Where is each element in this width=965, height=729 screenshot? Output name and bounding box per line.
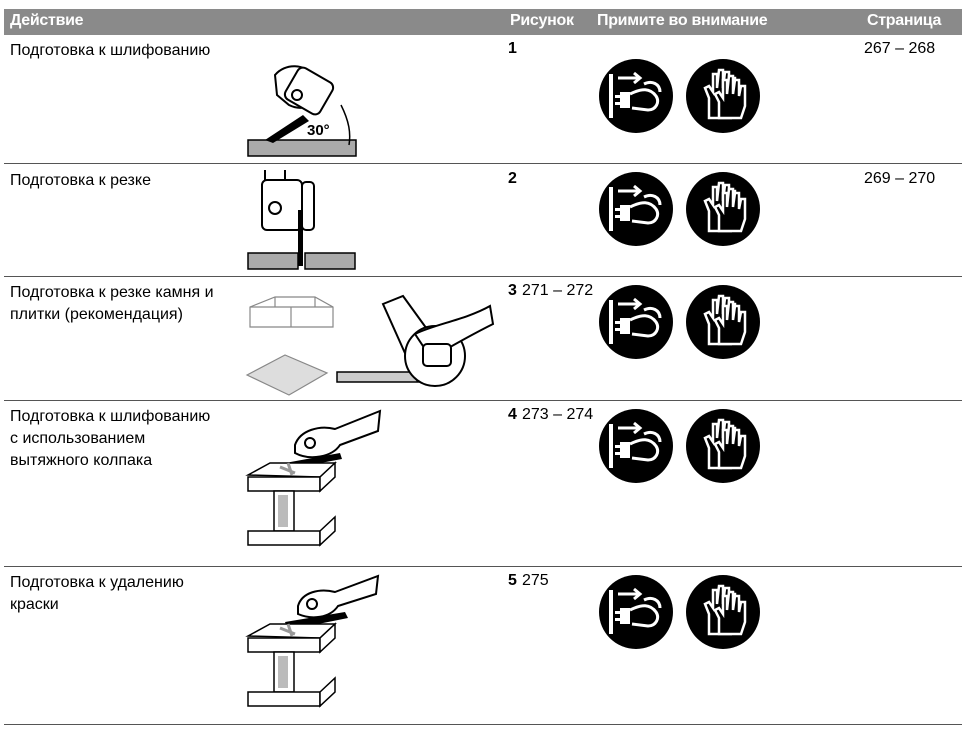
action-text: Подготовка к резке камня и плитки (реком…	[10, 282, 240, 326]
action-text: Подготовка к шлифованию	[10, 42, 211, 59]
row-divider	[4, 400, 962, 401]
figure-number: 4	[508, 406, 517, 423]
unplug-icon	[598, 408, 674, 484]
gloves-icon	[685, 58, 761, 134]
page-range[interactable]: 275	[522, 572, 549, 589]
table-header: Действие Рисунок Примите во внимание Стр…	[4, 9, 962, 35]
unplug-icon	[598, 574, 674, 650]
figure-number: 2	[508, 170, 517, 187]
header-figure: Рисунок	[510, 12, 574, 29]
page-range[interactable]: 269 – 270	[864, 170, 936, 187]
header-page: Страница	[867, 12, 942, 29]
action-line: краски	[10, 596, 59, 613]
grinding-illustration: 30°	[247, 65, 357, 157]
page-range[interactable]: 271 – 272	[522, 282, 594, 299]
row-divider	[4, 566, 962, 567]
action-line: Подготовка к резке камня и	[10, 284, 214, 301]
action-text: Подготовка к удалению краски	[10, 572, 240, 616]
gloves-icon	[685, 284, 761, 360]
page-range[interactable]: 267 – 268	[864, 40, 936, 57]
action-text: Подготовка к резке	[10, 172, 151, 189]
stone-cutting-illustration	[336, 294, 495, 387]
action-line: плитки (рекомендация)	[10, 306, 183, 323]
gloves-icon	[685, 171, 761, 247]
unplug-icon	[598, 284, 674, 360]
action-line: с использованием	[10, 430, 146, 447]
action-text: Подготовка к шлифованию с использованием…	[10, 406, 240, 472]
figure-number: 5	[508, 572, 517, 589]
row-divider	[4, 276, 962, 277]
header-action: Действие	[10, 12, 84, 29]
extraction-hood-illustration	[245, 409, 382, 547]
figure-number: 1	[508, 40, 517, 57]
gloves-icon	[685, 574, 761, 650]
unplug-icon	[598, 171, 674, 247]
page-range[interactable]: 273 – 274	[522, 406, 594, 423]
action-line: Подготовка к шлифованию	[10, 408, 211, 425]
gloves-icon	[685, 408, 761, 484]
angle-label: 30°	[307, 122, 330, 139]
row-divider	[4, 163, 962, 164]
paint-removal-illustration	[245, 574, 380, 708]
tiles-illustration	[245, 296, 334, 396]
figure-number: 3	[508, 282, 517, 299]
unplug-icon	[598, 58, 674, 134]
action-line: вытяжного колпака	[10, 452, 153, 469]
header-notice: Примите во внимание	[597, 12, 768, 29]
row-divider	[4, 724, 962, 725]
cutting-illustration	[247, 170, 356, 270]
action-line: Подготовка к удалению	[10, 574, 184, 591]
